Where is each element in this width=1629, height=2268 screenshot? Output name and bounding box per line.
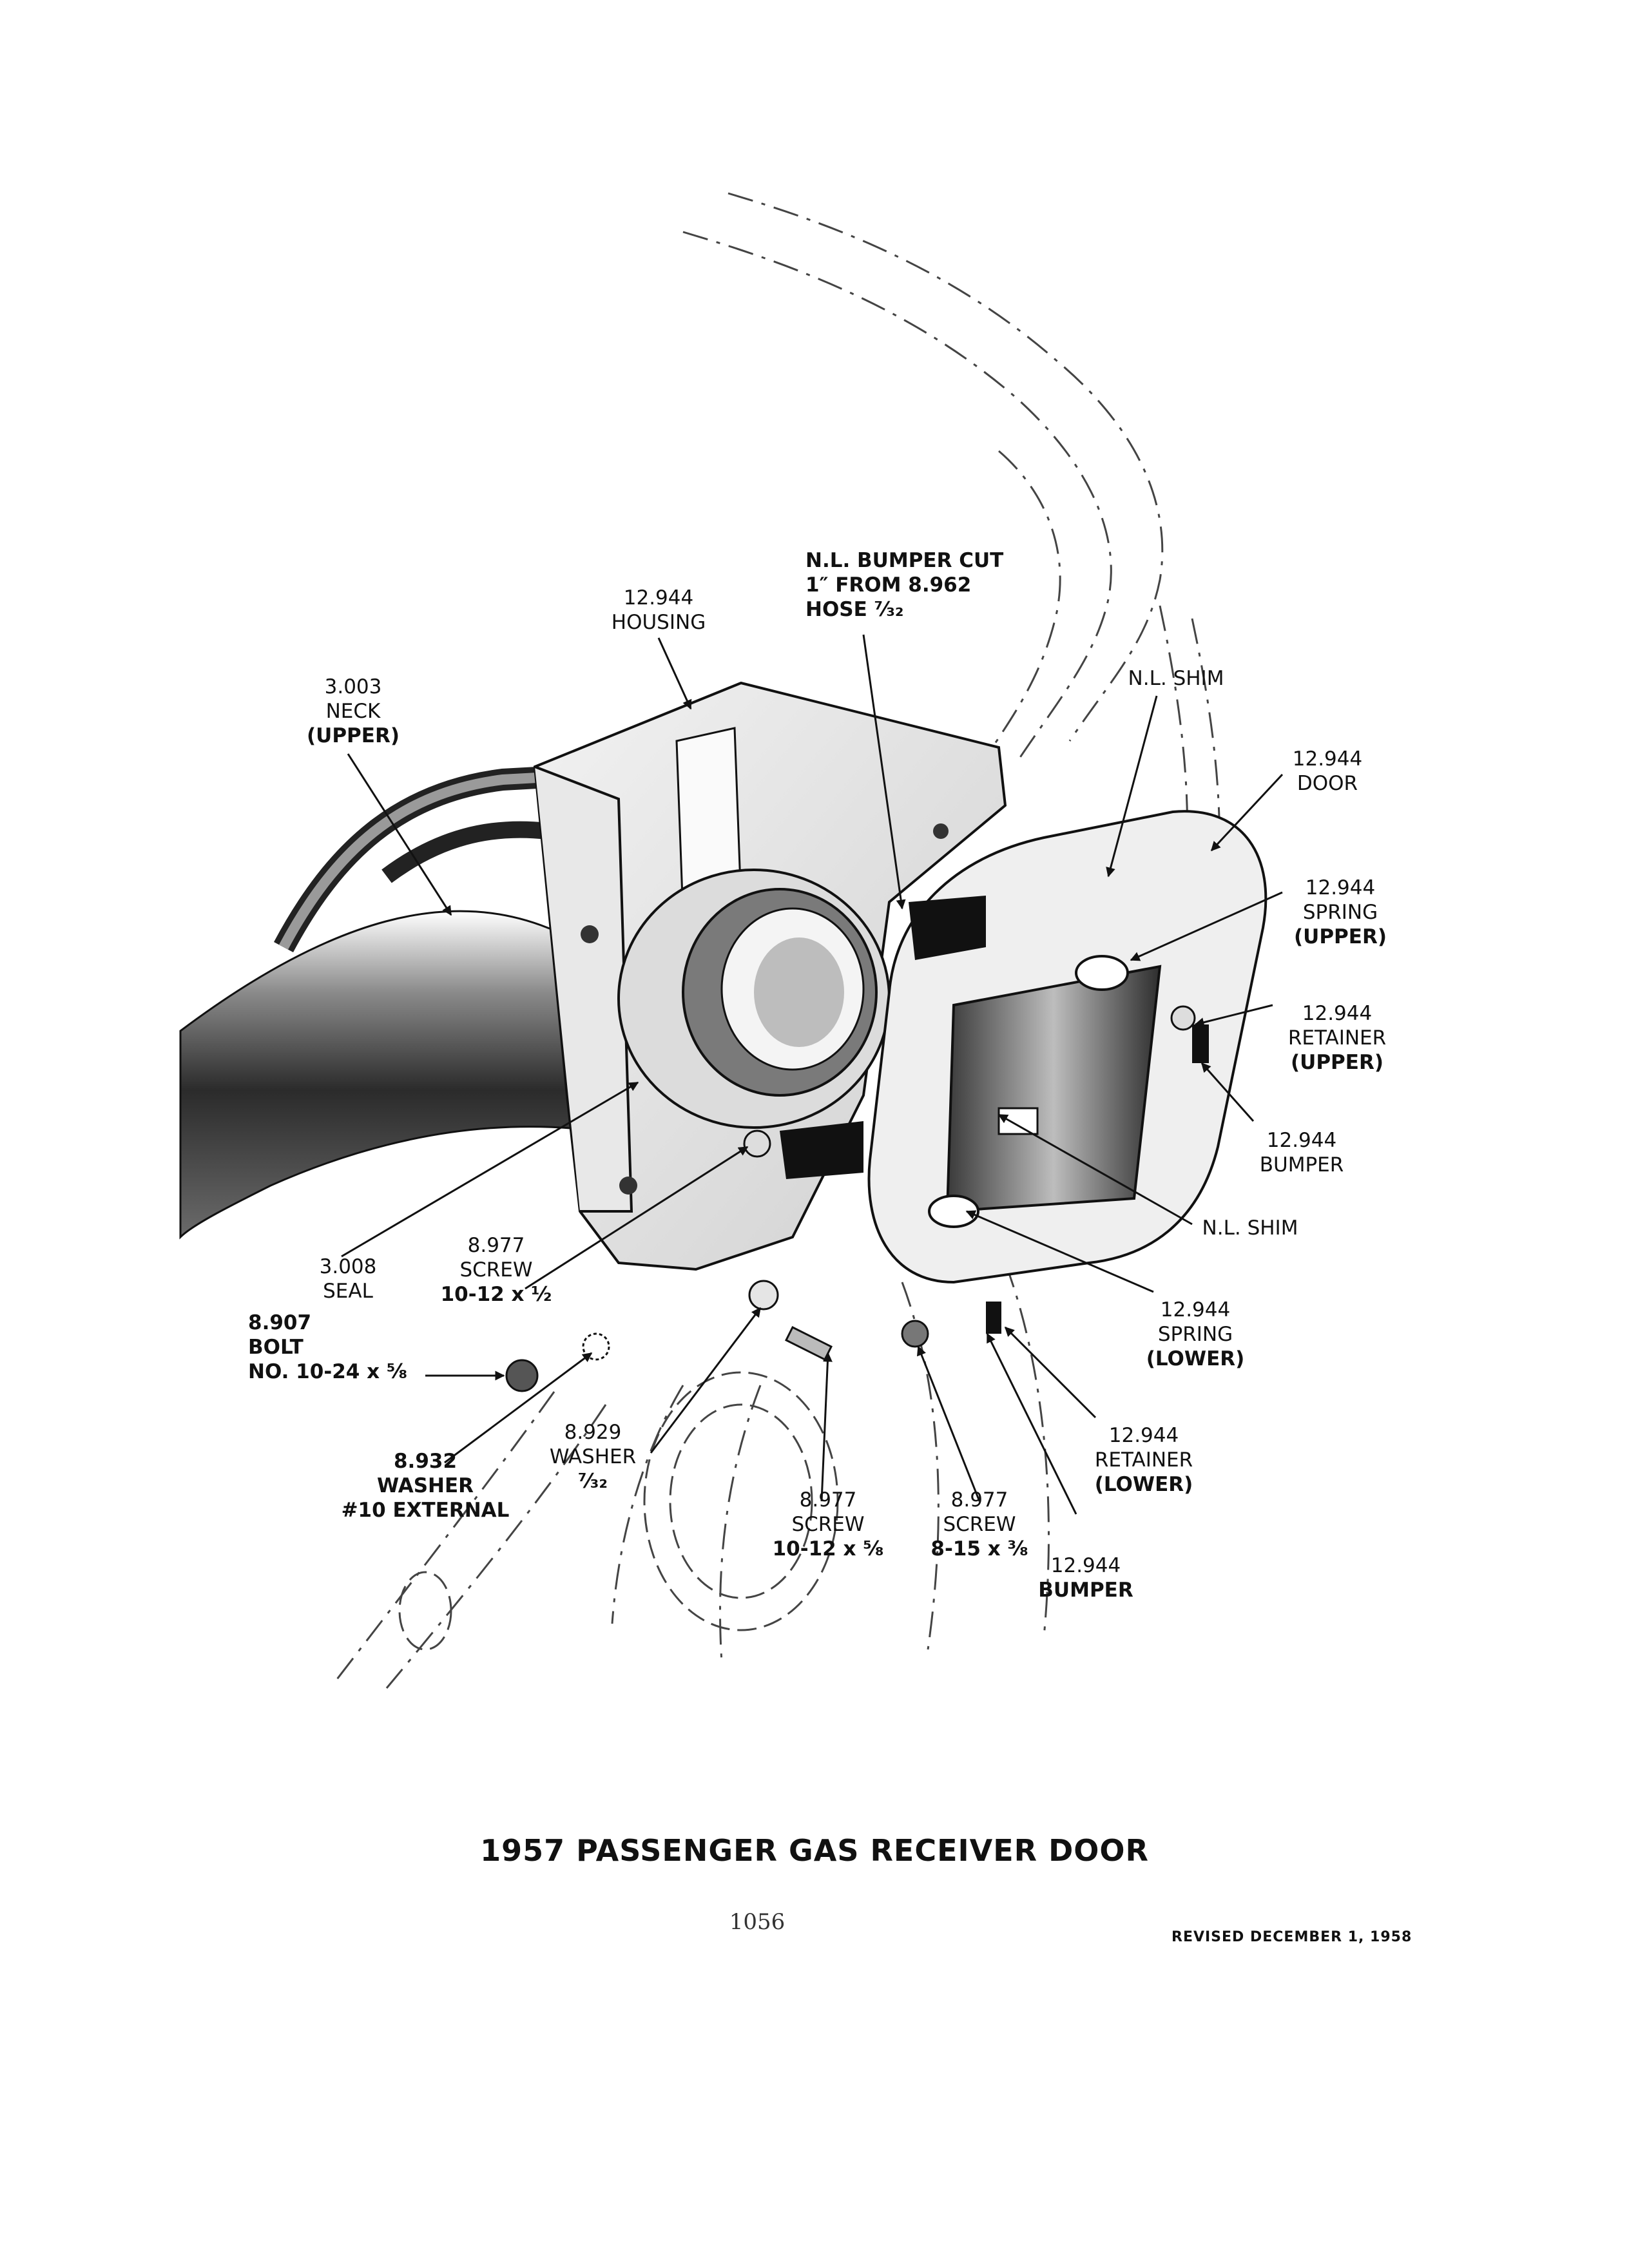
hinge-phantom-ring (398, 1371, 839, 1651)
callout-shim-lower: N.L. SHIM (1202, 1216, 1298, 1240)
page-title: 1957 PASSENGER GAS RECEIVER DOOR (480, 1833, 1149, 1868)
body-phantom-lines (334, 192, 1221, 1689)
rubber-bumpers (780, 896, 1209, 1334)
filler-neck-pipe (179, 762, 620, 1240)
loose-hardware (505, 1005, 1196, 1392)
callout-shim-upper: N.L. SHIM (1128, 667, 1224, 690)
page-number: 1056 (729, 1909, 786, 1935)
callout-leaders (341, 634, 1284, 1515)
filler-seal-ring (617, 869, 891, 1129)
revision-date: REVISED DECEMBER 1, 1958 (1171, 1929, 1412, 1945)
